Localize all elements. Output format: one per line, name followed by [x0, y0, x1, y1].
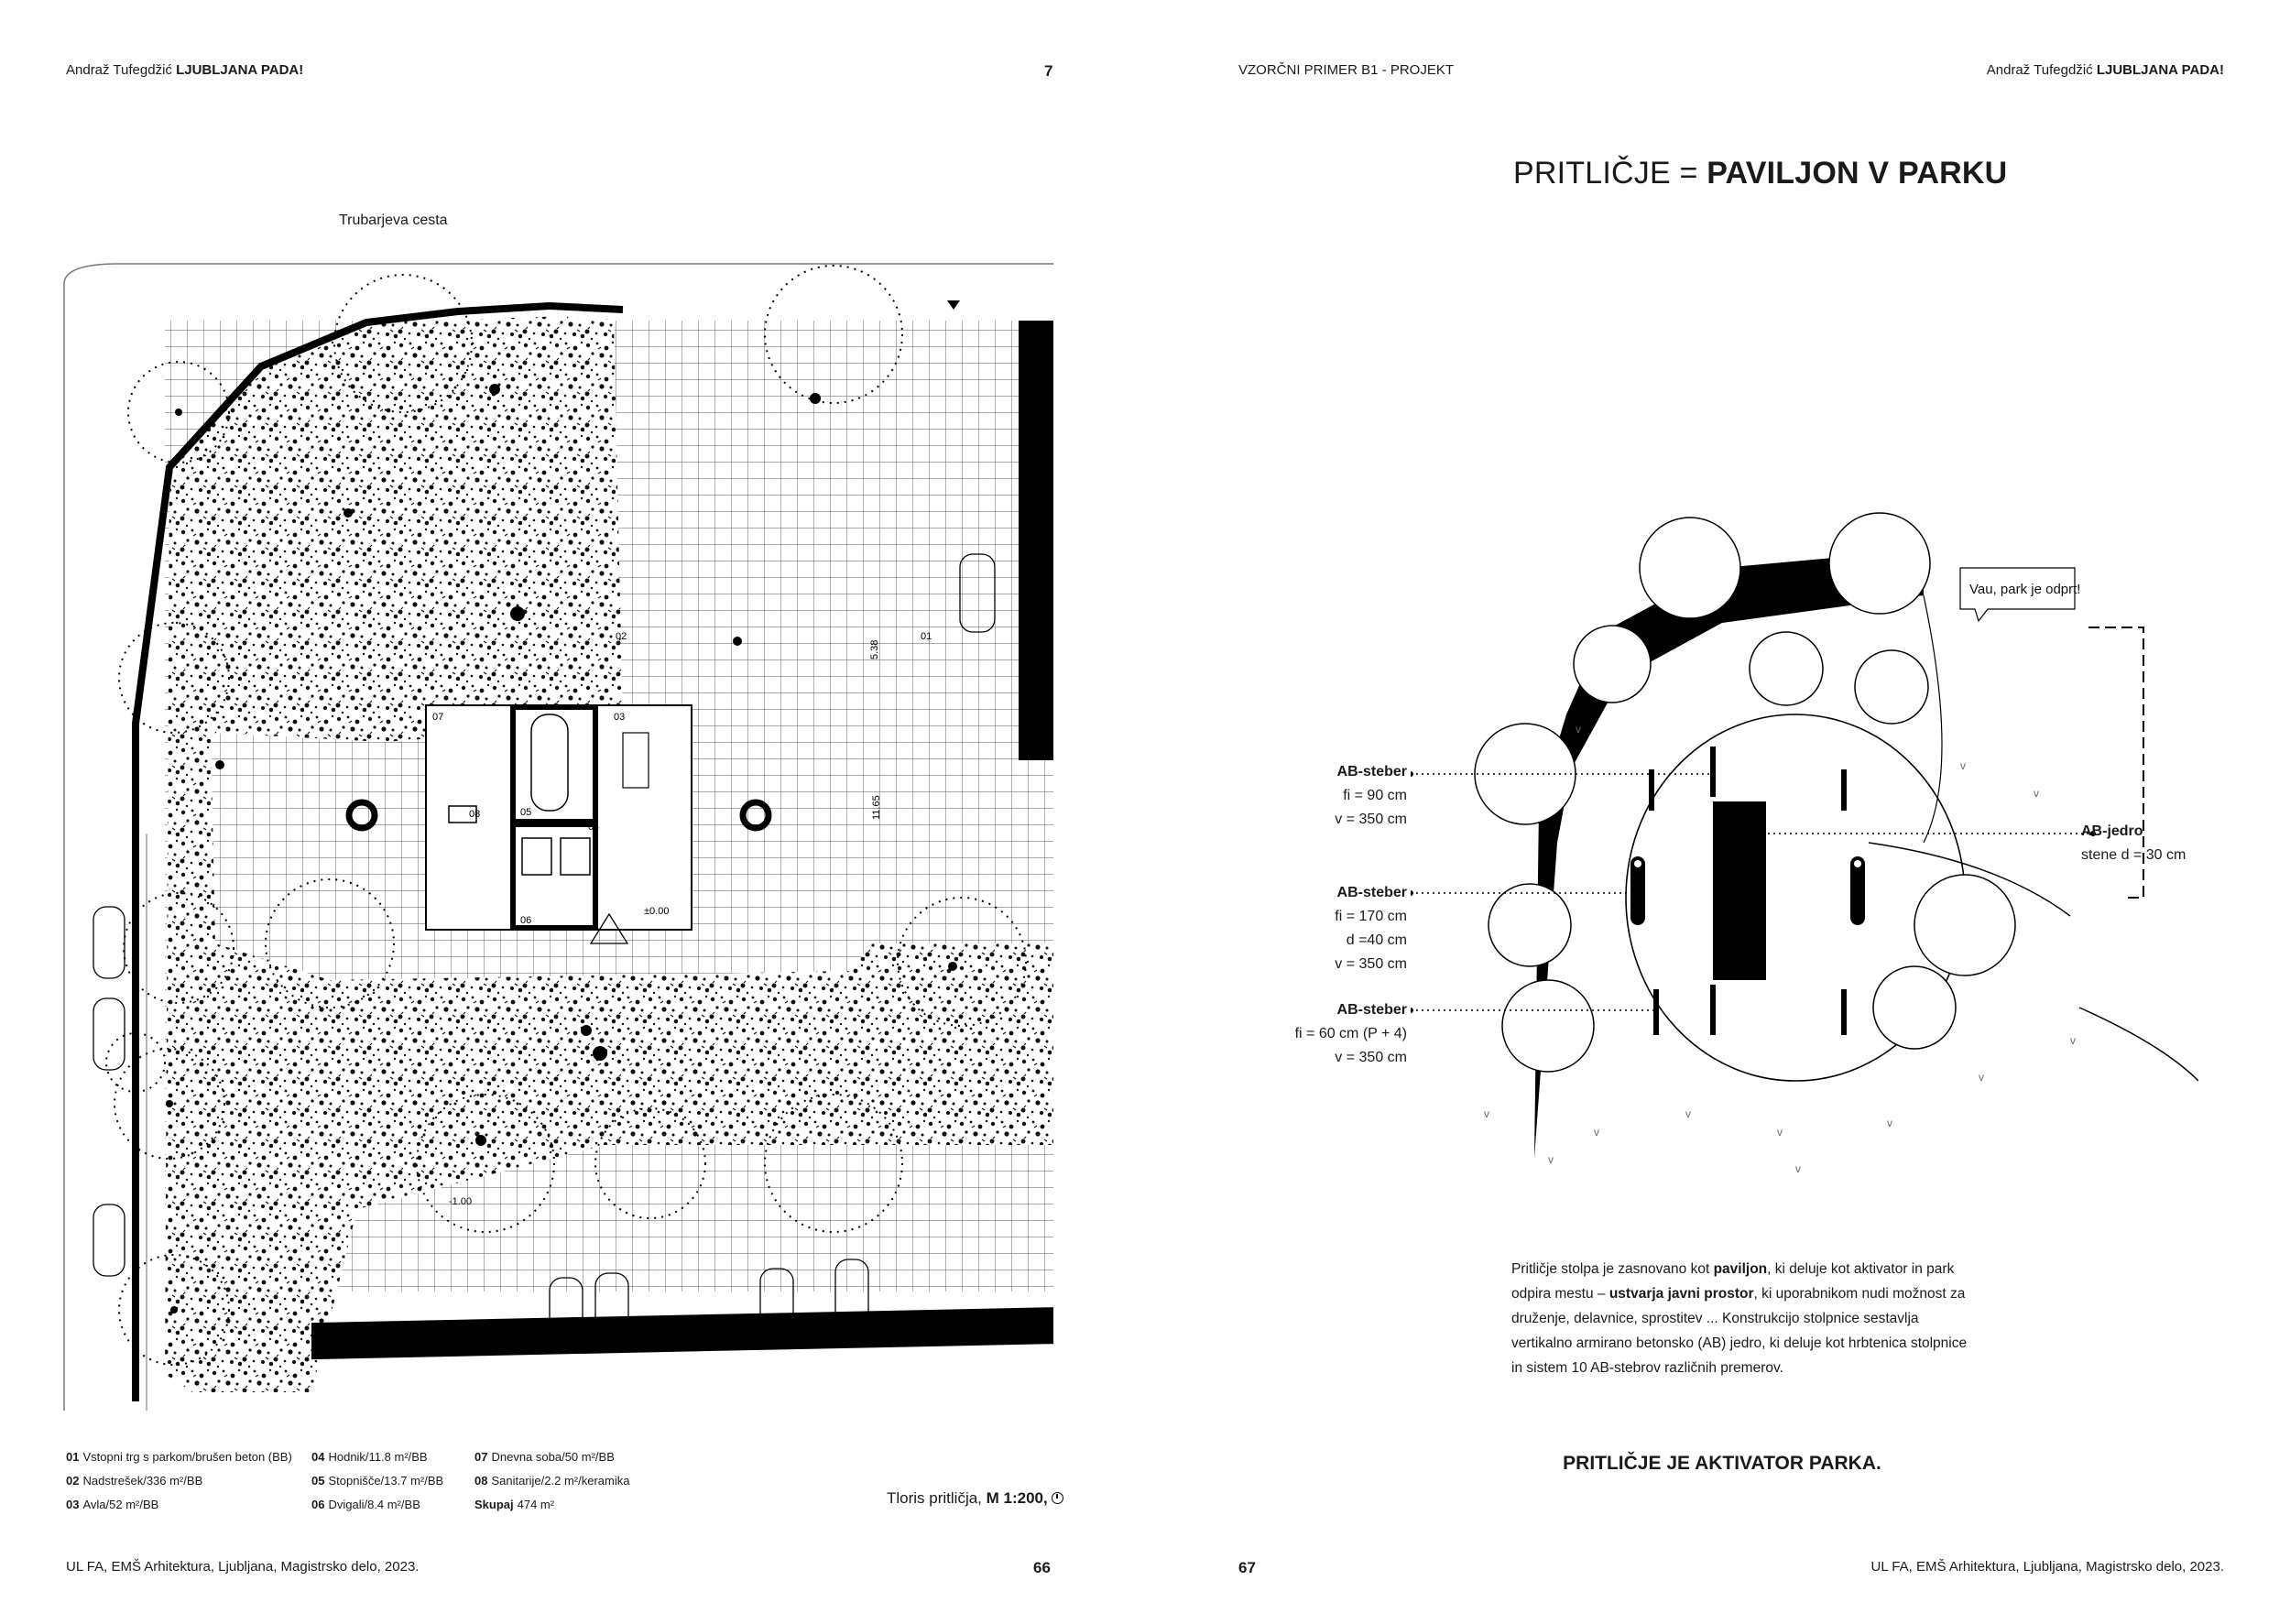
plan-room-08: 08	[469, 809, 480, 820]
north-arrow-icon	[1052, 1492, 1064, 1504]
plan-room-06: 06	[520, 915, 531, 926]
right-header: Andraž Tufegdžić LJUBLJANA PADA!	[1987, 62, 2224, 78]
left-footer: UL FA, EMŠ Arhitektura, Ljubljana, Magis…	[66, 1559, 420, 1575]
left-page-number: 66	[1033, 1559, 1051, 1576]
page-title: PRITLIČJE = PAVILJON V PARKU	[1513, 156, 2007, 191]
speech-bubble-text: Vau, park je odprt!	[1969, 582, 2080, 597]
pavilion-diagram: v v v v v v v v v v v v Vau, park je odprt!	[1411, 512, 2198, 1175]
plan-room-01: 01	[921, 631, 932, 642]
plan-room-03: 03	[614, 712, 625, 723]
header-author: Andraž Tufegdžić	[66, 62, 172, 78]
plan-room-05: 05	[520, 807, 531, 818]
svg-text:v: v	[1777, 1126, 1783, 1139]
plan-level-1: -1.00	[449, 1196, 472, 1207]
left-header-marker: 7	[1044, 62, 1053, 80]
caption-text: Tloris pritličja,	[887, 1489, 982, 1507]
title-light: PRITLIČJE =	[1513, 156, 1698, 191]
header-title-right: LJUBLJANA PADA!	[2096, 62, 2224, 78]
label-ab-jedro: AB-jedro stene d = 30 cm	[2081, 823, 2186, 863]
plan-room-02: 02	[616, 631, 627, 642]
svg-text:v: v	[2070, 1034, 2076, 1047]
right-footer: UL FA, EMŠ Arhitektura, Ljubljana, Magis…	[1870, 1559, 2224, 1575]
svg-text:v: v	[1795, 1162, 1801, 1175]
plan-room-07: 07	[432, 712, 443, 723]
header-title: LJUBLJANA PADA!	[176, 62, 304, 78]
caption-scale: M 1:200,	[986, 1489, 1048, 1507]
svg-text:v: v	[1548, 1153, 1554, 1166]
title-bold: PAVILJON V PARKU	[1707, 156, 2008, 191]
svg-text:v: v	[1594, 1126, 1599, 1139]
left-header: Andraž Tufegdžić LJUBLJANA PADA!	[66, 62, 303, 78]
plan-room-04: 04	[588, 822, 599, 833]
label-ab-steber-90: AB-steber fi = 90 cm v = 350 cm	[1335, 764, 1407, 827]
ground-floor-plan: 02 01 03 04 05 06 07 08 ±0.00 -1.00 5.38…	[63, 263, 1053, 1411]
svg-text:v: v	[1960, 759, 1966, 772]
plan-dim-1: 5.38	[869, 640, 880, 659]
plan-dim-2: 11.65	[871, 795, 882, 820]
plan-caption: Tloris pritličja, M 1:200,	[887, 1489, 1064, 1508]
claim-statement: PRITLIČJE JE AKTIVATOR PARKA.	[1563, 1453, 1881, 1474]
plan-level-0: ±0.00	[644, 906, 669, 917]
header-author-right: Andraž Tufegdžić	[1986, 62, 2093, 78]
right-header-left: VZORČNI PRIMER B1 - PROJEKT	[1238, 62, 1455, 78]
svg-text:v: v	[1887, 1117, 1892, 1129]
description-paragraph: Pritličje stolpa je zasnovano kot pavilj…	[1511, 1261, 1968, 1376]
street-label: Trubarjeva cesta	[339, 213, 448, 228]
right-page-number: 67	[1238, 1559, 1256, 1576]
svg-text:v: v	[1576, 723, 1581, 736]
svg-text:v: v	[1979, 1071, 1984, 1084]
svg-text:v: v	[1484, 1107, 1489, 1120]
svg-text:v: v	[1685, 1107, 1691, 1120]
label-ab-steber-170: AB-steber fi = 170 cm d =40 cm v = 350 c…	[1335, 885, 1407, 972]
svg-text:v: v	[2034, 787, 2039, 800]
label-ab-steber-60: AB-steber fi = 60 cm (P + 4) v = 350 cm	[1294, 1002, 1407, 1065]
